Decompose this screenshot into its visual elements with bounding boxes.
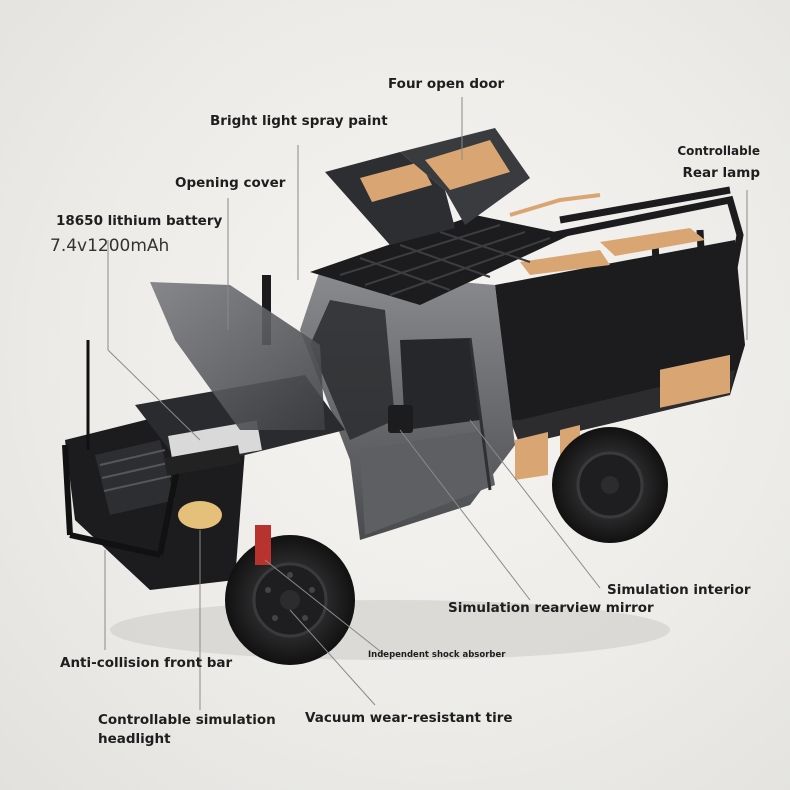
label-simulation-interior: Simulation interior <box>607 582 751 598</box>
shock-absorber <box>255 525 271 565</box>
grille <box>95 440 175 515</box>
label-rear-lamp: Rear lamp <box>682 165 761 181</box>
label-controllable-simulation: Controllable simulation <box>98 712 276 728</box>
leader-interior <box>469 419 601 589</box>
label-battery-spec: 7.4v1200mAh <box>50 236 170 256</box>
open-door-left-pad <box>360 162 432 202</box>
tray-bracket <box>515 432 548 480</box>
open-door-right-pad <box>425 140 510 190</box>
open-hood <box>150 282 325 430</box>
cab-window <box>310 300 395 440</box>
label-vacuum-tire: Vacuum wear-resistant tire <box>305 710 513 726</box>
label-anti-collision-front-bar: Anti-collision front bar <box>60 655 233 671</box>
leader-shock <box>264 559 386 656</box>
label-simulation-rearview-mirror: Simulation rearview mirror <box>448 600 654 616</box>
leader-tire <box>289 609 376 706</box>
label-controllable: Controllable <box>677 144 760 158</box>
label-opening-cover: Opening cover <box>175 175 286 191</box>
label-four-open-door: Four open door <box>388 76 505 92</box>
roll-cage <box>504 186 744 361</box>
label-headlight: headlight <box>98 731 171 747</box>
label-bright-light-spray-paint: Bright light spray paint <box>210 113 388 129</box>
headlight-shape <box>178 501 222 529</box>
label-independent-shock-absorber: Independent shock absorber <box>368 650 506 660</box>
leader-mirror <box>399 429 531 601</box>
rear-tan-panel <box>660 354 730 408</box>
cage-tan-pad-2 <box>520 250 610 275</box>
cage-tan-pad <box>600 228 705 256</box>
mirror <box>388 405 413 433</box>
side-window <box>400 338 480 430</box>
door-panel <box>360 430 495 535</box>
roll-cage-tan <box>509 193 601 217</box>
label-battery: 18650 lithium battery <box>56 213 223 229</box>
